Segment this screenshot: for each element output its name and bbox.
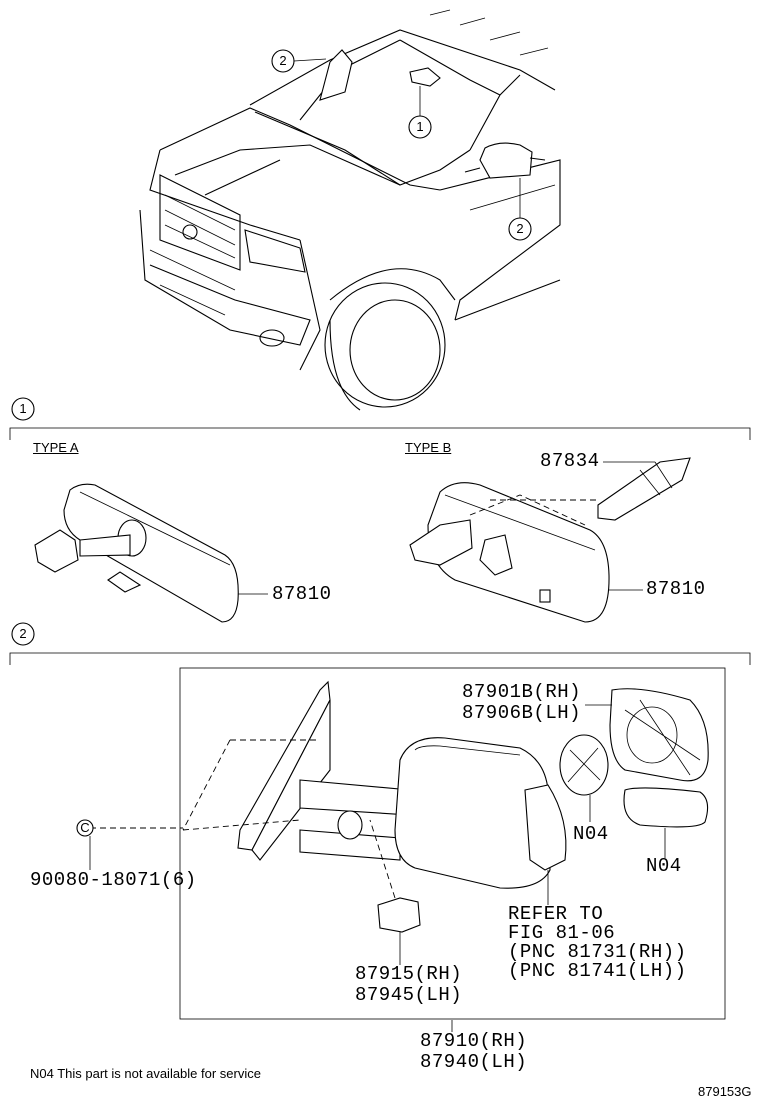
- part-glass-lh: 87906B(LH): [462, 702, 582, 724]
- part-87915-rh: 87915(RH): [355, 963, 463, 985]
- refer-line-3: (PNC 81731(RH)): [508, 941, 687, 963]
- section2-leaders: [89, 704, 666, 1032]
- outer-mirror-drawing: C: [76, 680, 709, 933]
- part-87910-rh: 87910(RH): [420, 1030, 528, 1052]
- part-87945-lh: 87945(LH): [355, 984, 463, 1006]
- refer-line-4: (PNC 81741(LH)): [508, 960, 687, 982]
- callout-mirror-top: [271, 49, 327, 73]
- mirror-glass: [623, 787, 709, 828]
- footnote: N04 This part is not available for servi…: [30, 1066, 261, 1081]
- refer-line-2: FIG 81-06: [508, 922, 616, 944]
- callout-2-side-text: 2: [516, 221, 524, 236]
- part-87834: 87834: [540, 450, 600, 472]
- refer-line-1: REFER TO: [508, 903, 604, 925]
- mirror-motor: [559, 734, 609, 796]
- section2-frame: [9, 622, 751, 1020]
- section1-frame: [9, 397, 751, 440]
- part-n04-motor: N04: [573, 823, 609, 845]
- section1-number: 1: [19, 401, 27, 416]
- type-a-label: TYPE A: [33, 440, 79, 455]
- truck-illustration: [139, 9, 561, 411]
- part-cover: 87915(RH) 87945(LH): [355, 964, 462, 1006]
- clip-icon: [76, 819, 94, 837]
- assembly-box: [179, 667, 726, 1020]
- part-n04-glass: N04: [646, 855, 682, 877]
- part-90080-18071: 90080-18071(6): [30, 869, 197, 891]
- side-mirror-outline: [479, 142, 533, 179]
- callout-inner-mirror: [408, 86, 432, 139]
- refer-note: REFER TO FIG 81-06 (PNC 81731(RH)) (PNC …: [508, 905, 687, 981]
- section2-number: 2: [19, 626, 27, 641]
- part-glass-rh: 87901B(RH): [462, 681, 582, 703]
- part-87810-type-b: 87810: [646, 578, 706, 600]
- callout-side-mirror: [508, 178, 532, 241]
- callout-2-top-text: 2: [279, 53, 287, 68]
- type-b-label: TYPE B: [405, 440, 452, 455]
- type-b-mirror-drawing: [409, 457, 691, 623]
- part-87940-lh: 87940(LH): [420, 1051, 528, 1073]
- figure-code: 879153G: [698, 1084, 752, 1099]
- svg-text:C: C: [80, 820, 89, 835]
- type-a-mirror-drawing: [34, 483, 239, 623]
- callout-1-text: 1: [416, 119, 424, 134]
- part-assembly: 87910(RH) 87940(LH): [420, 1031, 527, 1073]
- part-87810-type-a: 87810: [272, 583, 332, 605]
